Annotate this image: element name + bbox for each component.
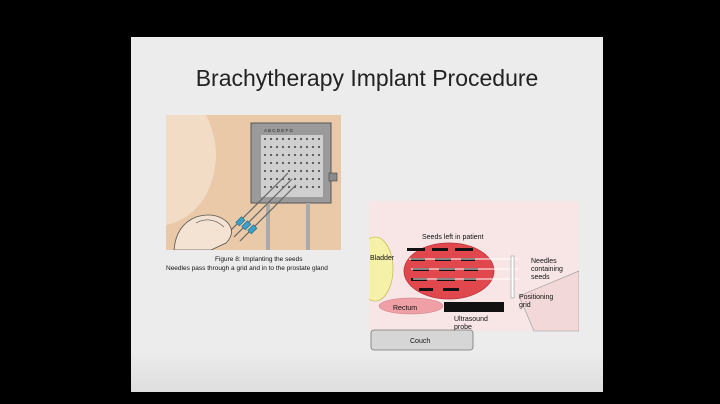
slide-title: Brachytherapy Implant Procedure bbox=[195, 65, 539, 91]
gloved-hand bbox=[173, 214, 232, 250]
implant-illustration: A B C D E F G bbox=[166, 115, 341, 250]
label-rectum: Rectum bbox=[393, 305, 418, 312]
label-couch: Couch bbox=[410, 338, 431, 345]
procedure-diagram bbox=[369, 201, 579, 351]
bladder bbox=[369, 236, 394, 302]
needle-hubs bbox=[235, 216, 258, 235]
figure-caption: Figure 8: Implanting the seeds Needles p… bbox=[166, 255, 366, 273]
perineum bbox=[518, 270, 579, 332]
slide-bottom-shadow bbox=[131, 352, 603, 392]
skin-area bbox=[166, 115, 216, 225]
needle-lines bbox=[409, 258, 519, 280]
label-positioning-grid: Positioning grid bbox=[519, 294, 554, 309]
grid-stand-left bbox=[266, 203, 270, 250]
label-bladder: Bladder bbox=[370, 255, 395, 262]
grid-knob bbox=[328, 172, 338, 182]
ultrasound-probe bbox=[444, 302, 504, 312]
caption-line-2: Needles pass through a grid and in to th… bbox=[166, 265, 328, 272]
grid-letters: A B C D E F G bbox=[264, 128, 294, 133]
caption-line-1: Figure 8: Implanting the seeds bbox=[215, 256, 303, 263]
grid-holes bbox=[263, 137, 321, 189]
label-ultrasound: Ultrasound probe bbox=[454, 316, 488, 331]
couch bbox=[370, 329, 474, 351]
slide: Brachytherapy Implant Procedure A B C D … bbox=[131, 37, 603, 392]
grid-stand-right bbox=[306, 203, 310, 250]
label-needles: Needles containing seeds bbox=[531, 258, 563, 281]
rectum bbox=[378, 297, 444, 315]
label-seeds: Seeds left in patient bbox=[422, 234, 484, 241]
positioning-grid bbox=[510, 255, 515, 299]
